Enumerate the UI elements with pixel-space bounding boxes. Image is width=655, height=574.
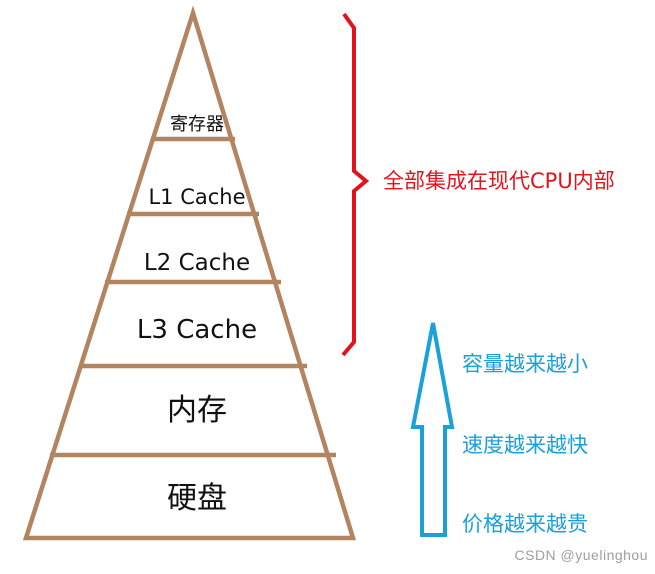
brace-icon <box>341 12 370 357</box>
brace-annotation-text: 全部集成在现代CPU内部 <box>383 169 615 193</box>
arrow-annotation-capacity: 容量越来越小 <box>462 352 588 376</box>
pyramid-layer-label-disk: 硬盘 <box>167 481 227 516</box>
pyramid-layer-label-l3-cache: L3 Cache <box>136 315 258 345</box>
pyramid-layer-label-register: 寄存器 <box>170 114 224 135</box>
pyramid-outline <box>22 5 357 541</box>
pyramid-layer-label-l2-cache: L2 Cache <box>143 250 251 276</box>
pyramid-layer-label-memory: 内存 <box>167 393 227 428</box>
arrow-annotation-speed: 速度越来越快 <box>462 433 588 457</box>
pyramid-layer-label-l1-cache: L1 Cache <box>148 185 246 209</box>
arrow-annotation-price: 价格越来越贵 <box>462 512 588 536</box>
watermark-text: CSDN @yuelinghou <box>514 547 648 563</box>
up-arrow-icon <box>410 322 455 537</box>
